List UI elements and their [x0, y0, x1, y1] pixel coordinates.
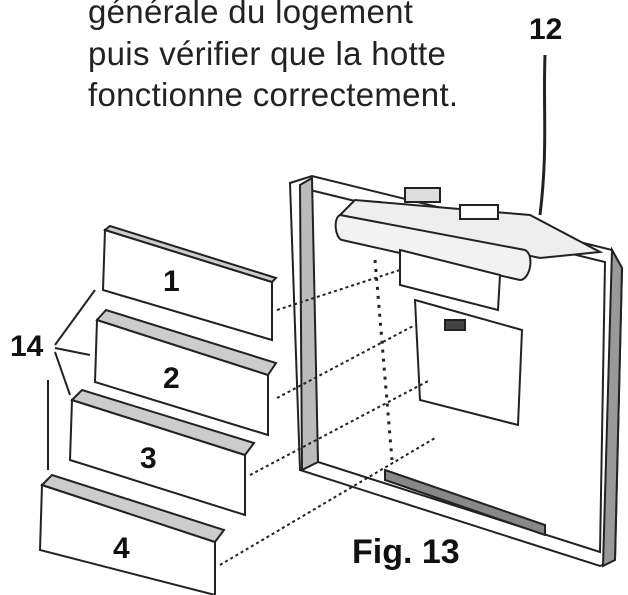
instruction-line-2: puis vérifier que la hotte — [88, 35, 447, 72]
filter-2 — [93, 308, 278, 437]
figure-caption: Fig. 13 — [352, 533, 460, 571]
label-filter-2: 2 — [163, 362, 180, 395]
filter-3 — [68, 388, 256, 517]
hood-body — [288, 174, 624, 568]
instruction-line-1: générale du logement — [88, 0, 414, 30]
label-filter-4: 4 — [113, 532, 130, 565]
label-filter-1: 1 — [163, 265, 180, 298]
filter-4 — [38, 473, 226, 595]
leader-lines — [219, 269, 436, 566]
filter-1 — [101, 224, 278, 342]
filter-callout-lines — [47, 289, 96, 470]
instruction-line-3: fonctionne correctement. — [88, 76, 459, 113]
label-filters: 14 — [10, 330, 44, 363]
cable — [538, 54, 547, 216]
label-cable: 12 — [529, 13, 563, 46]
label-filter-3: 3 — [140, 442, 157, 475]
